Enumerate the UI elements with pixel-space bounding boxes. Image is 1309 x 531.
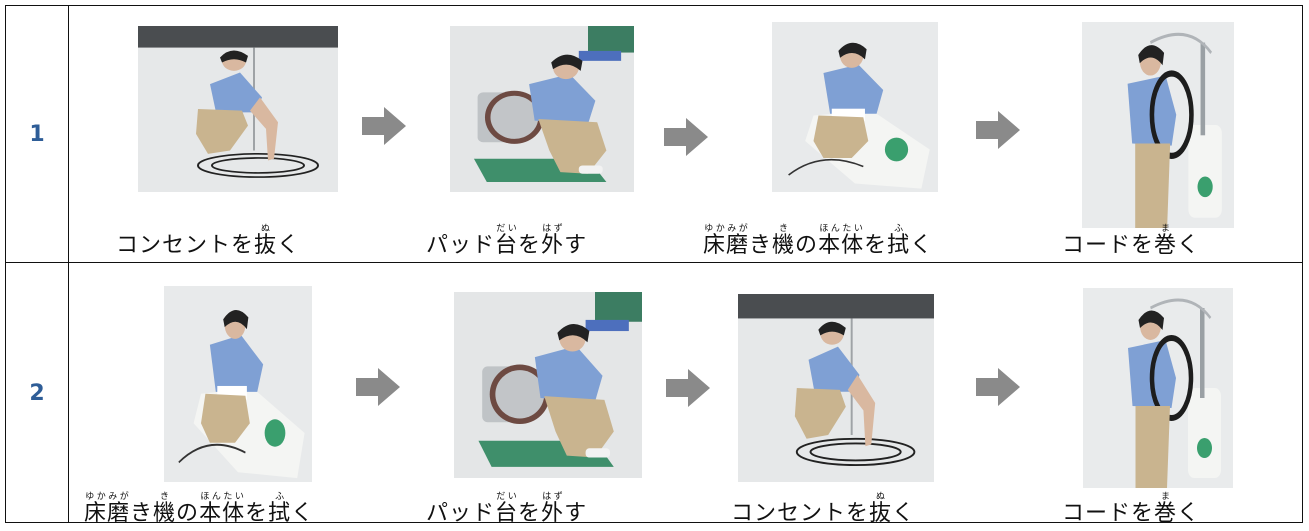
ruby-base: 台 <box>495 233 519 258</box>
ruby-base: 床磨 <box>84 501 131 526</box>
caption-text: く <box>1177 233 1201 258</box>
ruby-word: 巻ま <box>1154 492 1178 526</box>
caption-text: コンセントを <box>731 501 870 526</box>
ruby-base: 床磨 <box>703 233 750 258</box>
ruby-base: 外 <box>541 233 565 258</box>
caption-text: コードを <box>1062 501 1155 526</box>
furigana: ほんたい <box>199 492 246 502</box>
ruby-base: 拭 <box>268 501 292 526</box>
furigana: ほんたい <box>818 224 865 234</box>
photo-wipe-machine <box>164 286 312 482</box>
furigana: だい <box>495 492 519 502</box>
furigana: はず <box>541 224 565 234</box>
caption-text: す <box>564 233 588 258</box>
caption-text: パッド <box>426 501 496 526</box>
arrow-right-icon <box>362 107 406 145</box>
furigana: ま <box>1154 492 1178 502</box>
arrow-right-icon <box>976 111 1020 149</box>
caption-text: の <box>795 233 819 258</box>
ruby-base: 巻 <box>1154 233 1178 258</box>
ruby-base: 抜 <box>869 501 893 526</box>
furigana: ふ <box>887 224 911 234</box>
ruby-word: 本体ほんたい <box>199 492 246 526</box>
ruby-word: 拭ふ <box>268 492 292 526</box>
step-caption: コンセントを抜ぬく <box>116 224 300 257</box>
furigana: ゆかみが <box>84 492 131 502</box>
arrow-right-icon <box>664 118 708 156</box>
ruby-base: 機 <box>772 233 796 258</box>
arrow-right-icon <box>356 368 400 406</box>
photo-remove-pad <box>454 292 642 478</box>
step-caption: コードを巻まく <box>1062 224 1200 257</box>
caption-text: く <box>892 501 916 526</box>
ruby-base: 巻 <box>1154 501 1178 526</box>
ruby-word: 機き <box>772 224 796 258</box>
caption-text: コンセントを <box>116 233 255 258</box>
caption-text: く <box>1177 501 1201 526</box>
furigana: ぬ <box>254 224 278 234</box>
steps-table: 1 コンセントを抜ぬく パッド台だいを外はずす 床磨ゆかみがき機きの本体ほんたい… <box>5 5 1303 525</box>
step-caption: コードを巻まく <box>1062 492 1200 525</box>
ruby-word: 本体ほんたい <box>818 224 865 258</box>
step-caption: 床磨ゆかみがき機きの本体ほんたいを拭ふく <box>84 492 314 525</box>
caption-text: す <box>564 501 588 526</box>
ruby-word: 巻ま <box>1154 224 1178 258</box>
photo-wind-cord <box>1082 22 1234 228</box>
caption-text: き <box>130 501 154 526</box>
caption-text: コードを <box>1062 233 1155 258</box>
photo-wind-cord <box>1083 288 1233 488</box>
row-number: 2 <box>29 380 45 406</box>
caption-text: き <box>749 233 773 258</box>
furigana: ゆかみが <box>703 224 750 234</box>
ruby-base: 外 <box>541 501 565 526</box>
caption-text: を <box>245 501 269 526</box>
ruby-base: 台 <box>495 501 519 526</box>
furigana: ま <box>1154 224 1178 234</box>
furigana: ぬ <box>869 492 893 502</box>
furigana: き <box>772 224 796 234</box>
ruby-word: 抜ぬ <box>869 492 893 526</box>
ruby-word: 台だい <box>495 492 519 526</box>
caption-text: の <box>176 501 200 526</box>
ruby-word: 台だい <box>495 224 519 258</box>
ruby-word: 外はず <box>541 492 565 526</box>
caption-text: を <box>518 501 542 526</box>
caption-text: を <box>864 233 888 258</box>
photo-unplug-cord <box>138 26 338 192</box>
step-caption: 床磨ゆかみがき機きの本体ほんたいを拭ふく <box>703 224 933 257</box>
photo-wipe-machine <box>772 22 938 192</box>
row-divider <box>6 262 1302 263</box>
furigana: だい <box>495 224 519 234</box>
ruby-word: 抜ぬ <box>254 224 278 258</box>
row-number: 1 <box>29 121 45 147</box>
caption-text: く <box>291 501 315 526</box>
arrow-right-icon <box>666 369 710 407</box>
table-row: 1 コンセントを抜ぬく パッド台だいを外はずす 床磨ゆかみがき機きの本体ほんたい… <box>6 6 1302 262</box>
step-caption: コンセントを抜ぬく <box>731 492 915 525</box>
ruby-word: 床磨ゆかみが <box>84 492 131 526</box>
ruby-base: 本体 <box>199 501 246 526</box>
step-caption: パッド台だいを外はずす <box>426 492 587 525</box>
arrow-right-icon <box>976 368 1020 406</box>
caption-text: く <box>910 233 934 258</box>
photo-remove-pad <box>450 26 634 192</box>
ruby-word: 機き <box>153 492 177 526</box>
ruby-base: 機 <box>153 501 177 526</box>
ruby-word: 外はず <box>541 224 565 258</box>
caption-text: く <box>277 233 301 258</box>
photo-unplug-cord <box>738 294 934 482</box>
table-row: 2 床磨ゆかみがき機きの本体ほんたいを拭ふく パッド台だいを外はずす コンセント… <box>6 264 1302 525</box>
ruby-base: 本体 <box>818 233 865 258</box>
step-caption: パッド台だいを外はずす <box>426 224 587 257</box>
furigana: はず <box>541 492 565 502</box>
ruby-base: 抜 <box>254 233 278 258</box>
ruby-word: 床磨ゆかみが <box>703 224 750 258</box>
caption-text: を <box>518 233 542 258</box>
ruby-base: 拭 <box>887 233 911 258</box>
furigana: ふ <box>268 492 292 502</box>
caption-text: パッド <box>426 233 496 258</box>
ruby-word: 拭ふ <box>887 224 911 258</box>
furigana: き <box>153 492 177 502</box>
column-divider <box>68 6 69 522</box>
